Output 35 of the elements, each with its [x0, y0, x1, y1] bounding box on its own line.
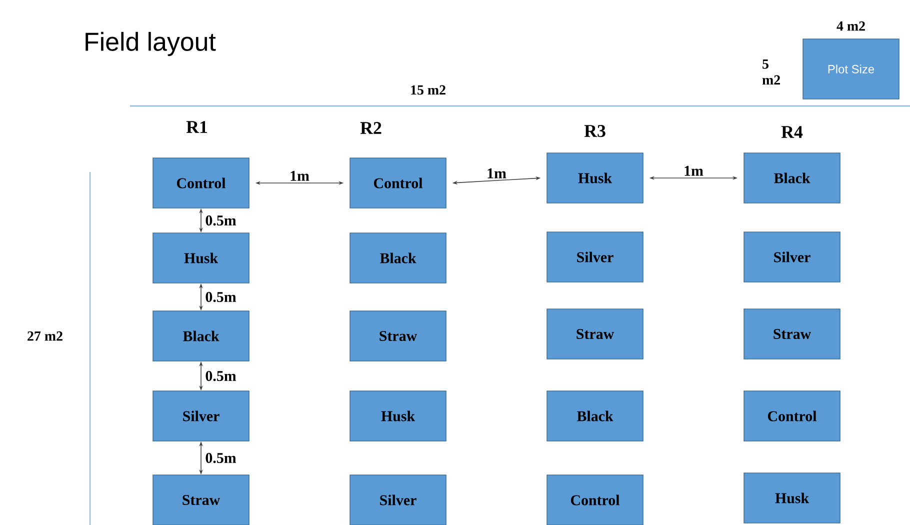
- title: Field layout: [86, 32, 216, 56]
- plot-box: Straw: [546, 308, 644, 360]
- plot-box: Control: [350, 158, 446, 208]
- edge-label: 1m: [290, 170, 310, 181]
- plot-box: Straw: [350, 310, 446, 362]
- edge-label: 0.5m: [206, 452, 236, 464]
- plot-box: Control: [152, 158, 250, 208]
- plot-box: Straw: [152, 474, 250, 525]
- row-label: R2: [360, 122, 382, 134]
- plot-box: Control: [546, 474, 644, 525]
- dimension-label: 27 m2: [28, 331, 62, 341]
- plot-box: Silver: [350, 474, 446, 525]
- plot-box: Husk: [152, 232, 250, 284]
- plot-box: Straw: [744, 308, 840, 360]
- row-label: R1: [186, 121, 208, 133]
- plot-box: Silver: [152, 390, 250, 442]
- plot-box: Husk: [546, 152, 644, 204]
- plot-box: Husk: [350, 390, 446, 442]
- plot-box: Black: [744, 152, 840, 204]
- dimension-label: 15 m2: [411, 85, 446, 95]
- plot-box: Black: [546, 390, 644, 442]
- plot-box: Silver: [744, 232, 840, 282]
- edge-label: 0.5m: [206, 370, 236, 382]
- plot-box: Control: [744, 390, 840, 442]
- plot-box: Silver: [546, 232, 644, 282]
- edge-label: 0.5m: [206, 215, 236, 226]
- plot-box: Black: [152, 310, 250, 362]
- plot-box: Black: [350, 232, 446, 284]
- edge-label: 1m: [684, 166, 704, 176]
- edge-label: 1m: [488, 168, 506, 178]
- dimension-label: 5 m2: [762, 59, 780, 85]
- edge-label: 0.5m: [206, 292, 236, 302]
- legend-box: Plot Size: [802, 38, 900, 100]
- row-label: R4: [781, 126, 803, 138]
- plot-box: Husk: [744, 472, 840, 524]
